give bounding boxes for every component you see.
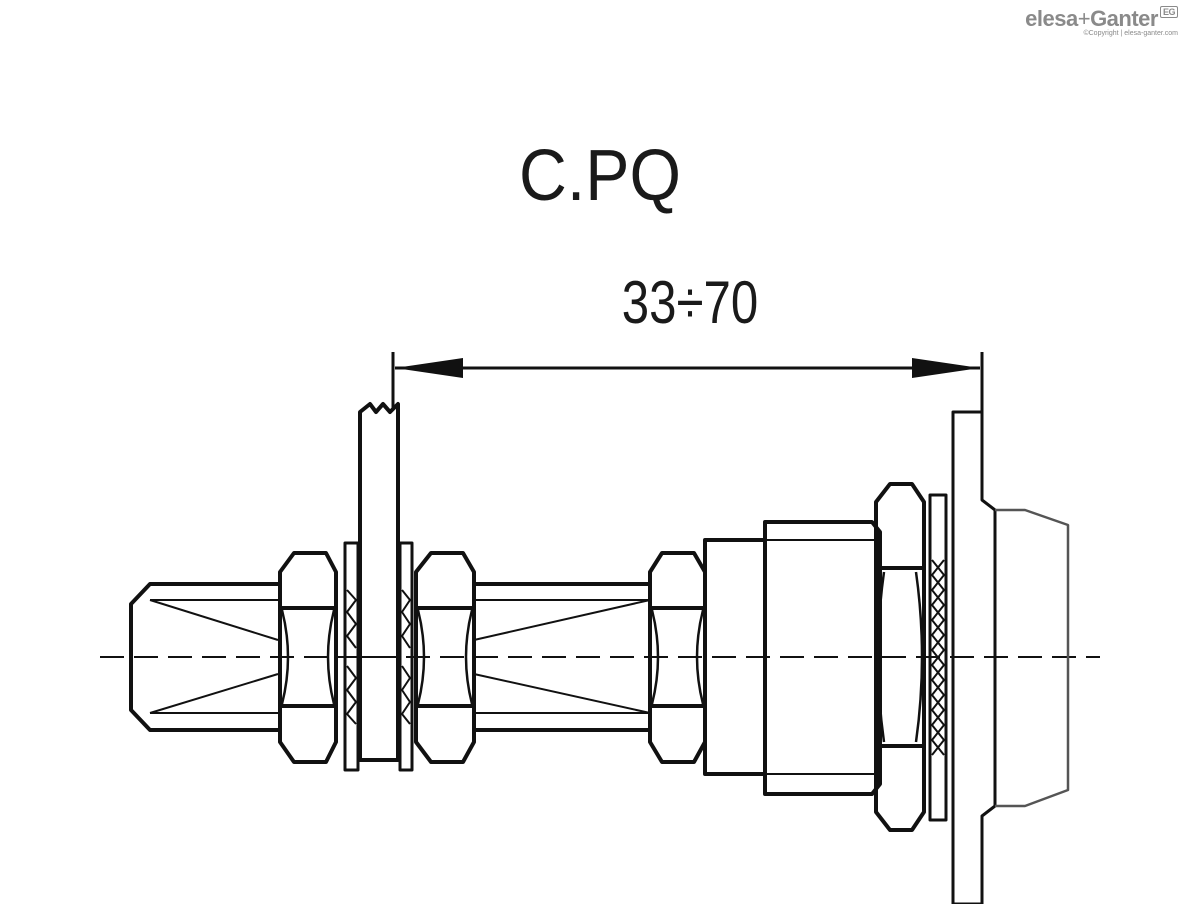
middle-hex-nut xyxy=(414,551,476,764)
spring-washer-stack xyxy=(928,493,948,822)
large-hex-nut xyxy=(874,482,926,832)
panel-plate xyxy=(358,402,400,762)
brand-right: Ganter xyxy=(1090,6,1158,31)
right-washer-stack xyxy=(398,541,414,772)
brand-plus: + xyxy=(1077,6,1091,31)
lock-cap xyxy=(995,508,1070,808)
lock-body xyxy=(703,520,882,796)
left-hex-nut xyxy=(278,551,338,764)
dimension-line xyxy=(391,352,984,412)
middle-threaded-section xyxy=(473,582,651,732)
dimension-label: 33÷70 xyxy=(621,269,759,336)
brand-badge: EG xyxy=(1159,6,1178,18)
copyright-text: ©Copyright | elesa-ganter.com xyxy=(1083,30,1178,37)
brand-left: elesa xyxy=(1025,6,1078,31)
lock-hex-nut xyxy=(648,551,707,764)
drawing-title: C.PQ xyxy=(519,136,681,216)
threaded-shaft-end xyxy=(129,582,279,732)
